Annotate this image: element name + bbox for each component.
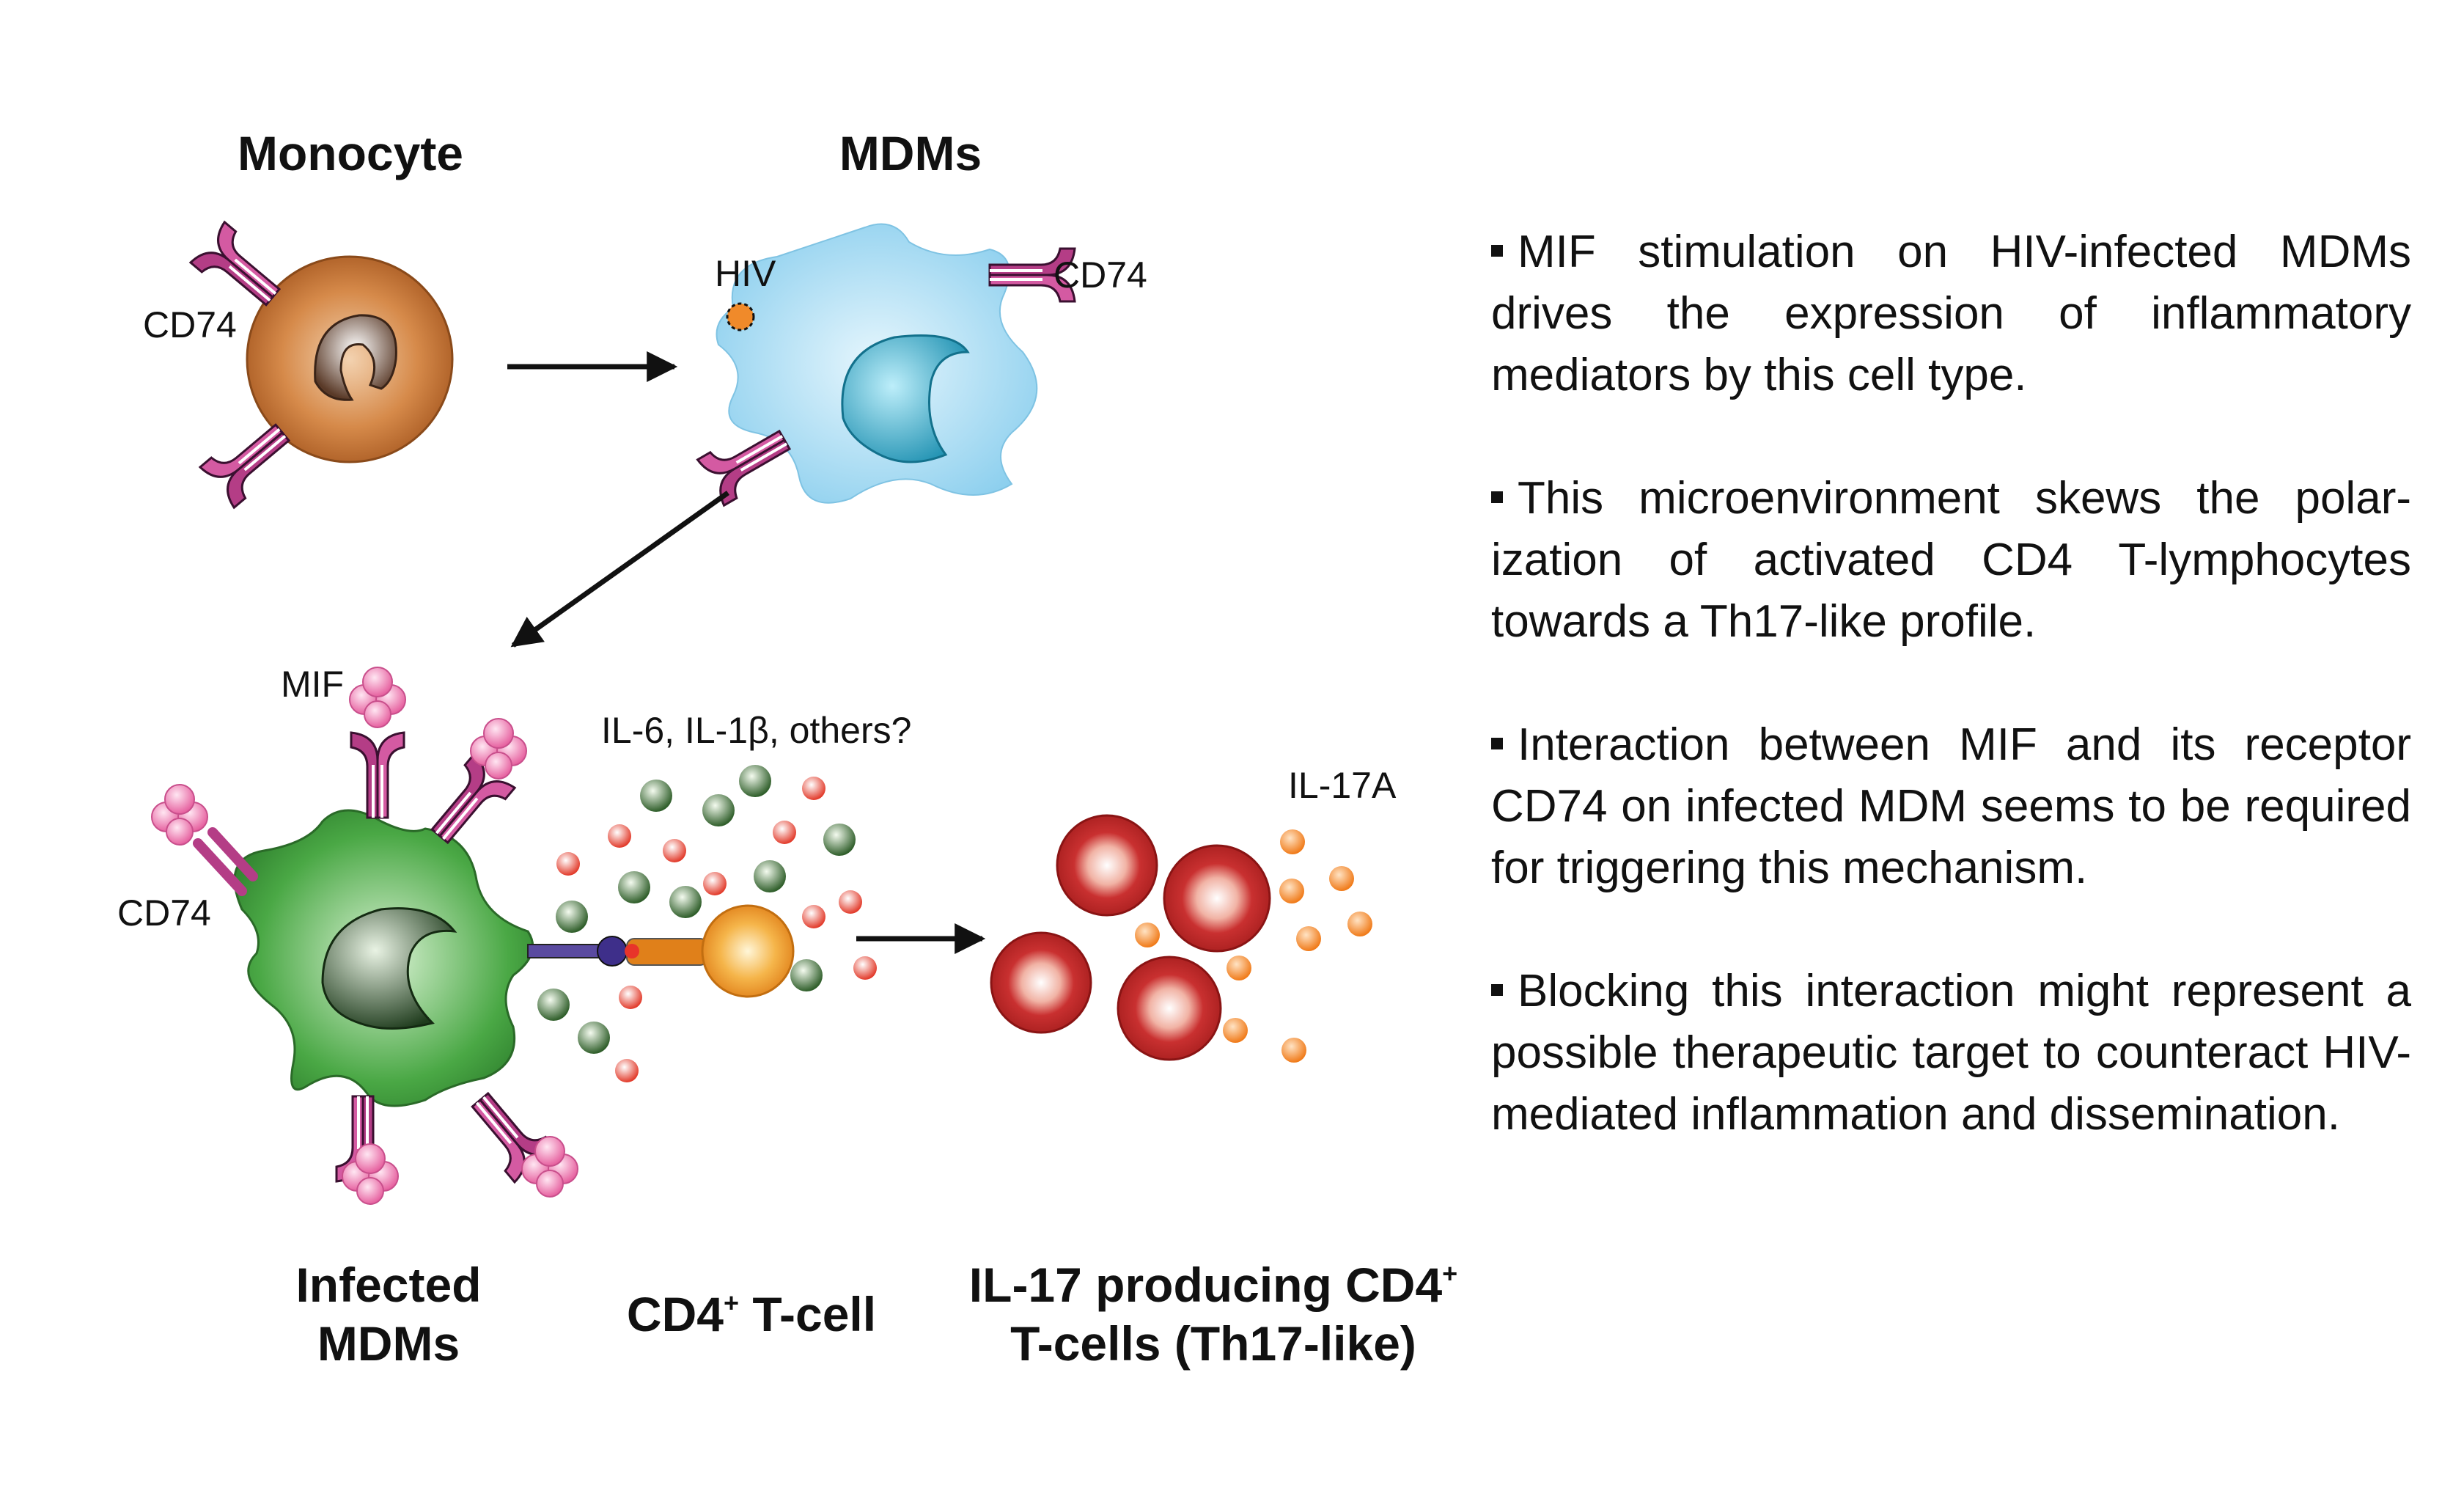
cytokine-green — [790, 959, 823, 991]
cytokine-red — [615, 1059, 639, 1082]
cytokine-green — [578, 1022, 610, 1054]
bullet-icon — [1491, 491, 1503, 503]
th17-caption-sup: + — [1442, 1258, 1457, 1288]
il17a-particle — [1296, 926, 1321, 951]
il17a-particle — [1281, 1038, 1306, 1063]
note-4: Blocking this interaction might represen… — [1491, 961, 2411, 1145]
cd4-t-cell-caption: CD4+ T-cell — [627, 1287, 876, 1341]
cd74-receptor-infected-top-left — [350, 731, 405, 819]
infected-mdm-cell — [233, 809, 534, 1107]
cytokines-label-prefix: IL-6, IL-1 — [601, 710, 748, 751]
th17-cell — [1056, 814, 1158, 917]
hiv-particle — [726, 302, 755, 331]
cd74-label-monocyte: CD74 — [143, 304, 237, 345]
il17a-particle — [1135, 923, 1160, 947]
cd4-caption-sup: + — [724, 1288, 739, 1318]
th17-caption-line1: IL-17 producing CD4+ — [969, 1258, 1457, 1312]
infected-mdms-caption-line2: MDMs — [317, 1316, 460, 1371]
cytokine-green — [618, 871, 650, 903]
monocyte-nucleus — [314, 314, 397, 401]
cytokines-label: IL-6, IL-1β, others? — [601, 710, 911, 751]
mdm-nucleus — [841, 334, 970, 463]
il17a-particle — [1329, 866, 1354, 891]
cytokine-green — [669, 886, 702, 918]
bullet-icon — [1491, 737, 1503, 749]
il17a-particle — [1347, 912, 1372, 936]
cytokines-label-suffix: , others? — [769, 710, 912, 751]
cytokine-green — [537, 989, 570, 1021]
cytokines-label-beta: β — [748, 710, 769, 751]
cd4-caption-main: CD4 — [627, 1287, 724, 1341]
th17-cell — [1117, 956, 1222, 1061]
cd74-label-mdm: CD74 — [1053, 254, 1147, 296]
infected-mdm-nucleus — [321, 907, 457, 1030]
cytokine-red — [773, 821, 796, 844]
notes-panel: MIF stimulation on HIV-infected MDMs dri… — [1491, 221, 2411, 1207]
immune-synapse — [527, 936, 708, 967]
note-3: Interaction between MIF and its recep­to… — [1491, 714, 2411, 899]
th17-caption-main: IL-17 producing CD4 — [969, 1258, 1443, 1312]
hiv-label: HIV — [715, 253, 776, 294]
cytokine-green — [823, 824, 856, 856]
cd74-label-infected: CD74 — [117, 892, 211, 934]
cytokine-red — [703, 872, 727, 895]
cytokine-red — [608, 824, 631, 848]
mif-protein-4 — [342, 1143, 399, 1205]
cd4-t-cell — [701, 904, 795, 998]
bullet-icon — [1491, 983, 1503, 996]
monocyte-cell — [246, 255, 454, 463]
mif-label: MIF — [281, 664, 344, 705]
cytokine-red — [853, 956, 877, 980]
cytokine-red — [619, 986, 642, 1009]
mdm-cell — [716, 223, 1038, 504]
arrow-mdm-to-infected — [510, 491, 730, 648]
cytokine-red — [839, 890, 862, 914]
cytokine-green — [754, 860, 786, 892]
th17-cell — [990, 931, 1092, 1034]
note-2: This microenvironment skews the polar­iz… — [1491, 468, 2411, 653]
cytokine-red — [802, 905, 825, 928]
note-1: MIF stimulation on HIV-infected MDMs dri… — [1491, 221, 2411, 406]
infected-mdms-caption-line1: Infected — [295, 1258, 481, 1312]
il17a-particle — [1223, 1018, 1248, 1043]
il17a-particle — [1227, 956, 1251, 980]
th17-caption-line2: T-cells (Th17-like) — [1010, 1316, 1416, 1371]
mif-protein-3 — [151, 784, 208, 846]
note-text: Blocking this interaction might represen… — [1491, 966, 2411, 1140]
mdms-title: MDMs — [839, 126, 982, 180]
cytokine-red — [802, 777, 825, 800]
il17a-cluster — [1135, 829, 1372, 1063]
cd4-caption-tail: T-cell — [739, 1287, 876, 1341]
il17a-label: IL-17A — [1288, 765, 1397, 806]
note-text: This microenvironment skews the polar­iz… — [1491, 473, 2411, 647]
monocyte-title: Monocyte — [238, 126, 463, 180]
cytokine-green — [640, 780, 672, 812]
cytokine-green — [556, 901, 588, 933]
cytokine-cluster — [537, 765, 877, 1082]
cytokine-red — [663, 839, 686, 862]
il17a-particle — [1279, 879, 1304, 903]
note-text: MIF stimulation on HIV-infected MDMs dri… — [1491, 227, 2411, 400]
th17-cell — [1163, 844, 1271, 953]
bullet-icon — [1491, 244, 1503, 257]
cytokine-green — [702, 794, 735, 826]
il17a-particle — [1280, 829, 1305, 854]
cytokine-red — [556, 852, 580, 876]
mif-protein-1 — [349, 667, 406, 728]
cd74-receptor-infected-left — [193, 827, 258, 896]
th17-cells — [990, 814, 1271, 1061]
note-text: Interaction between MIF and its recep­to… — [1491, 719, 2411, 893]
cytokine-green — [739, 765, 771, 797]
